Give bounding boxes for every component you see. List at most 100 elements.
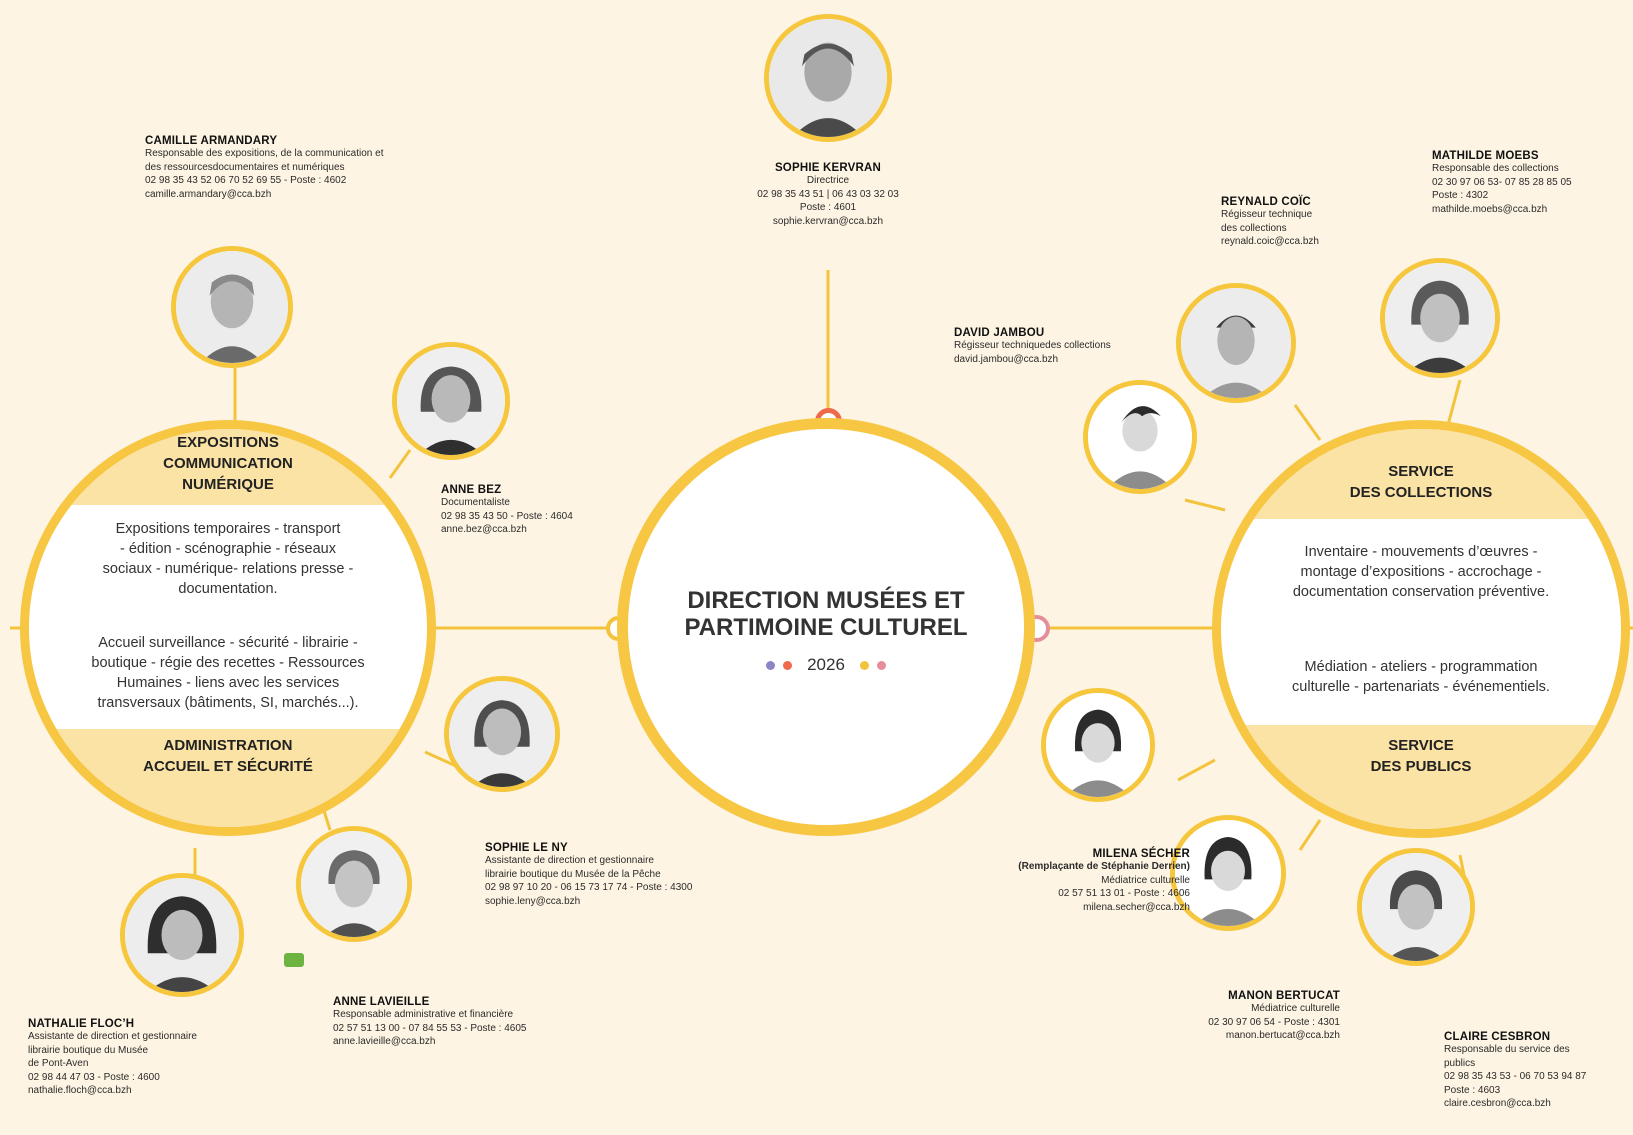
person-role: Responsable administrative et financière <box>333 1009 514 1020</box>
left-hub-title-1: EXPOSITIONS <box>177 434 279 451</box>
portrait-icon <box>301 831 407 937</box>
right-hub-bottom-band <box>1221 725 1621 829</box>
person-email: manon.bertucat@cca.bzh <box>1225 1030 1340 1041</box>
person-nathalie-floch: NATHALIE FLOC’H Assistante de direction … <box>28 1018 197 1098</box>
avatar-placeholder-icon <box>1175 820 1281 926</box>
portrait-icon <box>1181 288 1291 398</box>
person-name: NATHALIE FLOC’H <box>28 1018 135 1030</box>
right-hub: SERVICE DES COLLECTIONS Inventaire - mou… <box>1212 420 1630 838</box>
left-top-text-1: Expositions temporaires - transport <box>115 521 341 537</box>
person-role: Assistante de direction et gestionnaire <box>28 1031 197 1042</box>
right-hub-top-band <box>1221 429 1621 519</box>
person-anne-lavieille: ANNE LAVIEILLE Responsable administrativ… <box>333 996 526 1049</box>
person-extension: Poste : 4603 <box>1444 1084 1501 1096</box>
person-name: DAVID JAMBOU <box>954 327 1045 339</box>
portrait-icon <box>1362 853 1470 961</box>
person-name: REYNALD COÏC <box>1221 196 1311 208</box>
photo-reynald-coic <box>1176 283 1296 403</box>
right-top-text-2: montage d’expositions - accrochage - <box>1300 564 1542 580</box>
person-role-cont: librairie boutique du Musée de la Pêche <box>485 868 661 880</box>
person-role: Régisseur techniquedes collections <box>954 340 1111 351</box>
person-role: Régisseur technique <box>1221 209 1313 220</box>
right-hub-bottom-title: SERVICE DES PUBLICS <box>1221 735 1621 777</box>
person-extension: Poste : 4302 <box>1432 190 1489 201</box>
person-note: (Remplaçante de Stéphanie Derrien) <box>1018 861 1190 872</box>
person-email: sophie.kervran@cca.bzh <box>772 215 884 227</box>
right-hub-title-1: SERVICE <box>1388 463 1454 480</box>
person-phone: 02 30 97 06 54 - Poste : 4301 <box>1208 1016 1340 1028</box>
left-hub-bottom-title: ADMINISTRATION ACCUEIL ET SÉCURITÉ <box>29 735 427 777</box>
center-title: DIRECTION MUSÉES ET PARTIMOINE CULTUREL <box>628 587 1024 641</box>
left-bottom-text-4: transversaux (bâtiments, SI, marchés...)… <box>97 695 359 711</box>
right-top-text-3: documentation conservation préventive. <box>1292 584 1550 600</box>
person-email: nathalie.floch@cca.bzh <box>28 1085 132 1096</box>
left-hub-bottom-text: Accueil surveillance - sécurité - librai… <box>29 633 427 713</box>
photo-sophie-kervran <box>764 14 892 142</box>
right-hub-bottom-title-2: DES PUBLICS <box>1370 758 1472 775</box>
person-role-cont: de Pont-Aven <box>28 1058 89 1069</box>
left-hub-bottom-title-1: ADMINISTRATION <box>163 737 293 754</box>
person-role-cont: librairie boutique du Musée <box>28 1044 149 1056</box>
portrait-icon <box>397 347 505 455</box>
photo-manon-bertucat <box>1170 815 1286 931</box>
person-name: MILENA SÉCHER <box>1092 848 1190 860</box>
left-top-text-3: sociaux - numérique- relations presse - <box>102 561 354 577</box>
person-email: david.jambou@cca.bzh <box>954 353 1059 365</box>
dot-pink <box>877 661 887 671</box>
avatar-placeholder-icon <box>1046 693 1150 797</box>
portrait-icon <box>449 681 555 787</box>
person-sophie-le-ny: SOPHIE LE NY Assistante de direction et … <box>485 842 692 908</box>
person-email: camille.armandary@cca.bzh <box>145 188 272 200</box>
person-email: sophie.leny@cca.bzh <box>485 895 581 907</box>
person-camille-armandary: CAMILLE ARMANDARY Responsable des exposi… <box>145 135 383 201</box>
person-email: anne.lavieille@cca.bzh <box>333 1036 436 1047</box>
dot-yellow <box>859 661 869 671</box>
person-email: reynald.coic@cca.bzh <box>1221 236 1319 247</box>
right-bottom-text-1: Médiation - ateliers - programmation <box>1304 659 1538 675</box>
left-hub-title-2: COMMUNICATION <box>163 455 293 472</box>
person-role: Médiatrice culturelle <box>1101 874 1190 886</box>
person-phone: 02 98 35 43 52 06 70 52 69 55 - Poste : … <box>145 175 347 186</box>
left-hub-title-3: NUMÉRIQUE <box>182 476 274 493</box>
person-david-jambou: DAVID JAMBOU Régisseur techniquedes coll… <box>954 327 1111 366</box>
left-top-text-4: documentation. <box>178 581 278 597</box>
person-reynald-coic: REYNALD COÏC Régisseur technique des col… <box>1221 196 1319 249</box>
left-hub-bottom-title-2: ACCUEIL ET SÉCURITÉ <box>143 758 313 775</box>
photo-anne-bez <box>392 342 510 460</box>
person-name: CAMILLE ARMANDARY <box>145 135 278 147</box>
photo-nathalie-floch <box>120 873 244 997</box>
right-hub-top-text: Inventaire - mouvements d’œuvres - monta… <box>1221 542 1621 602</box>
photo-anne-lavieille <box>296 826 412 942</box>
person-email: anne.bez@cca.bzh <box>441 524 527 535</box>
person-email: mathilde.moebs@cca.bzh <box>1432 203 1548 215</box>
person-role: Assistante de direction et gestionnaire <box>485 855 654 866</box>
person-role: Médiatrice culturelle <box>1251 1003 1340 1014</box>
left-hub-top-title: EXPOSITIONS COMMUNICATION NUMÉRIQUE <box>29 432 427 495</box>
person-role: Responsable des collections <box>1432 163 1559 174</box>
person-role-cont: des ressourcesdocumentaires et numérique… <box>145 161 345 173</box>
small-logo-icon <box>284 953 304 967</box>
person-phone: 02 98 35 43 50 - Poste : 4604 <box>441 510 573 522</box>
person-milena-secher: MILENA SÉCHER (Remplaçante de Stéphanie … <box>960 848 1190 914</box>
avatar-placeholder-icon <box>1088 385 1192 489</box>
right-hub-top-title: SERVICE DES COLLECTIONS <box>1221 461 1621 503</box>
person-email: claire.cesbron@cca.bzh <box>1444 1098 1551 1109</box>
left-hub-bottom-band <box>29 729 427 827</box>
left-bottom-text-1: Accueil surveillance - sécurité - librai… <box>98 635 358 651</box>
person-manon-bertucat: MANON BERTUCAT Médiatrice culturelle 02 … <box>1128 990 1340 1043</box>
person-anne-bez: ANNE BEZ Documentaliste 02 98 35 43 50 -… <box>441 484 573 537</box>
person-role: Documentaliste <box>441 497 510 508</box>
person-role: Responsable des expositions, de la commu… <box>145 148 384 159</box>
person-sophie-kervran: SOPHIE KERVRAN Directrice 02 98 35 43 51… <box>680 162 976 228</box>
center-year: 2026 <box>807 655 845 674</box>
dot-purple <box>765 661 775 671</box>
person-name: CLAIRE CESBRON <box>1444 1031 1551 1043</box>
portrait-icon <box>769 19 887 137</box>
person-role: Responsable du service des <box>1444 1044 1570 1055</box>
left-bottom-text-2: boutique - régie des recettes - Ressourc… <box>91 655 365 671</box>
person-phone: 02 98 35 43 51 | 06 43 03 32 03 <box>757 188 899 200</box>
person-claire-cesbron: CLAIRE CESBRON Responsable du service de… <box>1444 1031 1586 1111</box>
person-extension: Poste : 4601 <box>799 202 857 213</box>
center-title-line-1: DIRECTION MUSÉES ET <box>687 587 965 614</box>
